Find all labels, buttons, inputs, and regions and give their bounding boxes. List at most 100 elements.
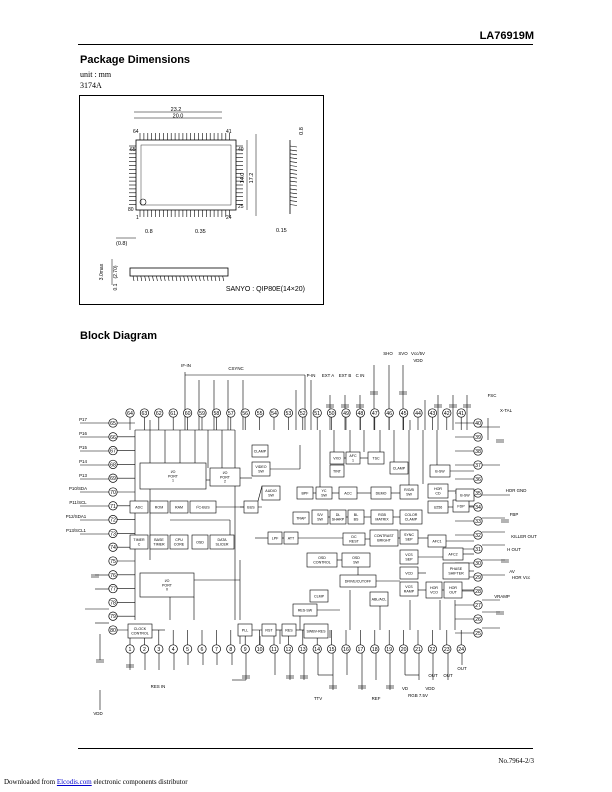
block-blbs-label: BS	[354, 517, 359, 521]
label-cin: C IN	[356, 373, 365, 378]
pin-38-label: 38	[475, 449, 481, 455]
block-afc1b-label: AFC1	[432, 539, 441, 543]
pin-65	[108, 418, 118, 428]
block-ram	[169, 500, 189, 514]
block-ioport2-label: PORT	[220, 475, 231, 479]
pin-11	[269, 644, 279, 654]
block-phase-label: PHASE	[450, 567, 463, 571]
pin-45	[399, 408, 409, 418]
pin-54-label: 54	[271, 411, 277, 417]
block-osdsw-label: SW	[353, 560, 359, 564]
pin-19-label: 19	[386, 647, 392, 653]
pin-77	[108, 584, 118, 594]
pin-78-label: 78	[110, 600, 116, 606]
pin-40	[473, 418, 483, 428]
block-port0	[139, 572, 195, 598]
block-bpf-label: BPF	[302, 491, 310, 495]
label-p17: P17	[79, 417, 87, 422]
pin-15-label: 15	[329, 647, 335, 653]
pin-8	[226, 644, 236, 654]
label-vdd2: VDD	[425, 686, 434, 691]
pin-67	[108, 446, 118, 456]
pin-26-label: 26	[475, 617, 481, 623]
pin-65-label: 65	[130, 147, 136, 153]
pin-43	[427, 408, 437, 418]
pin-20	[399, 644, 409, 654]
block-vsep	[399, 549, 419, 565]
pin-48-label: 48	[358, 411, 364, 417]
pin-32-label: 32	[475, 533, 481, 539]
pin-47-label: 47	[372, 411, 378, 417]
block-ycsw-label: YC	[322, 489, 327, 493]
pin-67-label: 67	[110, 449, 116, 455]
block-audiosw-label: SW	[268, 493, 274, 497]
pin-69-label: 69	[110, 476, 116, 482]
pin-66	[108, 432, 118, 442]
block-port0-label: PORT	[162, 583, 173, 587]
pin-59-label: 59	[199, 411, 205, 417]
pin-6	[197, 644, 207, 654]
block-blbs-label: BL	[354, 513, 358, 517]
pin-57	[226, 408, 236, 418]
block-att-label: ATT	[288, 536, 295, 540]
pin-50	[327, 408, 337, 418]
block-audiosw-label: AUDIO	[265, 489, 277, 493]
block-horout-label: HOR	[449, 586, 457, 590]
pin-37-label: 37	[475, 463, 481, 469]
pin-52-label: 52	[300, 411, 306, 417]
block-rgbsw	[399, 484, 419, 500]
block-dcrest	[342, 532, 366, 546]
pin-80-label: 80	[110, 628, 116, 634]
pin-42-label: 42	[444, 411, 450, 417]
pin-72	[108, 515, 118, 525]
block-vcd	[399, 566, 419, 580]
pin-16-label: 16	[343, 647, 349, 653]
block-bsw	[429, 464, 451, 478]
pin1-marker	[139, 198, 147, 206]
block-tsc	[367, 451, 385, 465]
pin-26	[473, 614, 483, 624]
label-svo: SVO	[398, 351, 408, 356]
block-ioport1-label: PORT	[168, 474, 179, 478]
block-dlsharp-label: DL	[336, 513, 341, 517]
pin-63	[139, 408, 149, 418]
block-vco	[329, 451, 345, 465]
pin-13	[298, 644, 308, 654]
package-title: Package Dimensions	[80, 54, 191, 66]
pin-76-label: 76	[110, 573, 116, 579]
pin-17-label: 17	[358, 647, 364, 653]
block-data	[209, 534, 235, 550]
block-videosw-label: VIDEO	[255, 465, 266, 469]
pin-47	[370, 408, 380, 418]
block-horvco	[425, 581, 443, 599]
page-number: No.7964-2/3	[498, 757, 534, 765]
pin-70	[108, 487, 118, 497]
block-lpf	[267, 531, 283, 545]
pin-65-label: 65	[110, 421, 116, 427]
pin-42	[442, 408, 452, 418]
pin-78	[108, 597, 118, 607]
block-dist	[303, 623, 329, 639]
block-tint-label: TINT	[333, 469, 342, 473]
label-sho: SHO	[383, 351, 393, 356]
block-svsw-label: S/V	[317, 513, 323, 517]
block-port0-label: I/O	[165, 579, 170, 583]
block-tsc-label: TSC	[372, 456, 380, 460]
block-timer-label: TIMER	[133, 538, 145, 542]
pin-41	[456, 408, 466, 418]
pin-9	[240, 644, 250, 654]
block-vsep-label: VCS	[405, 553, 413, 557]
pin-21	[413, 644, 423, 654]
block-vsep-label: SEP	[405, 557, 413, 561]
pin-36	[473, 474, 483, 484]
block-clamp3-label: CLMP	[314, 594, 325, 598]
block-horout	[443, 581, 463, 599]
block-fdp-label: FDP	[457, 504, 465, 508]
elcodis-link[interactable]: Elcodis.com	[56, 778, 92, 786]
pin-71	[108, 501, 118, 511]
pin-36-label: 36	[475, 477, 481, 483]
pin-38	[473, 446, 483, 456]
block-base	[149, 534, 169, 550]
